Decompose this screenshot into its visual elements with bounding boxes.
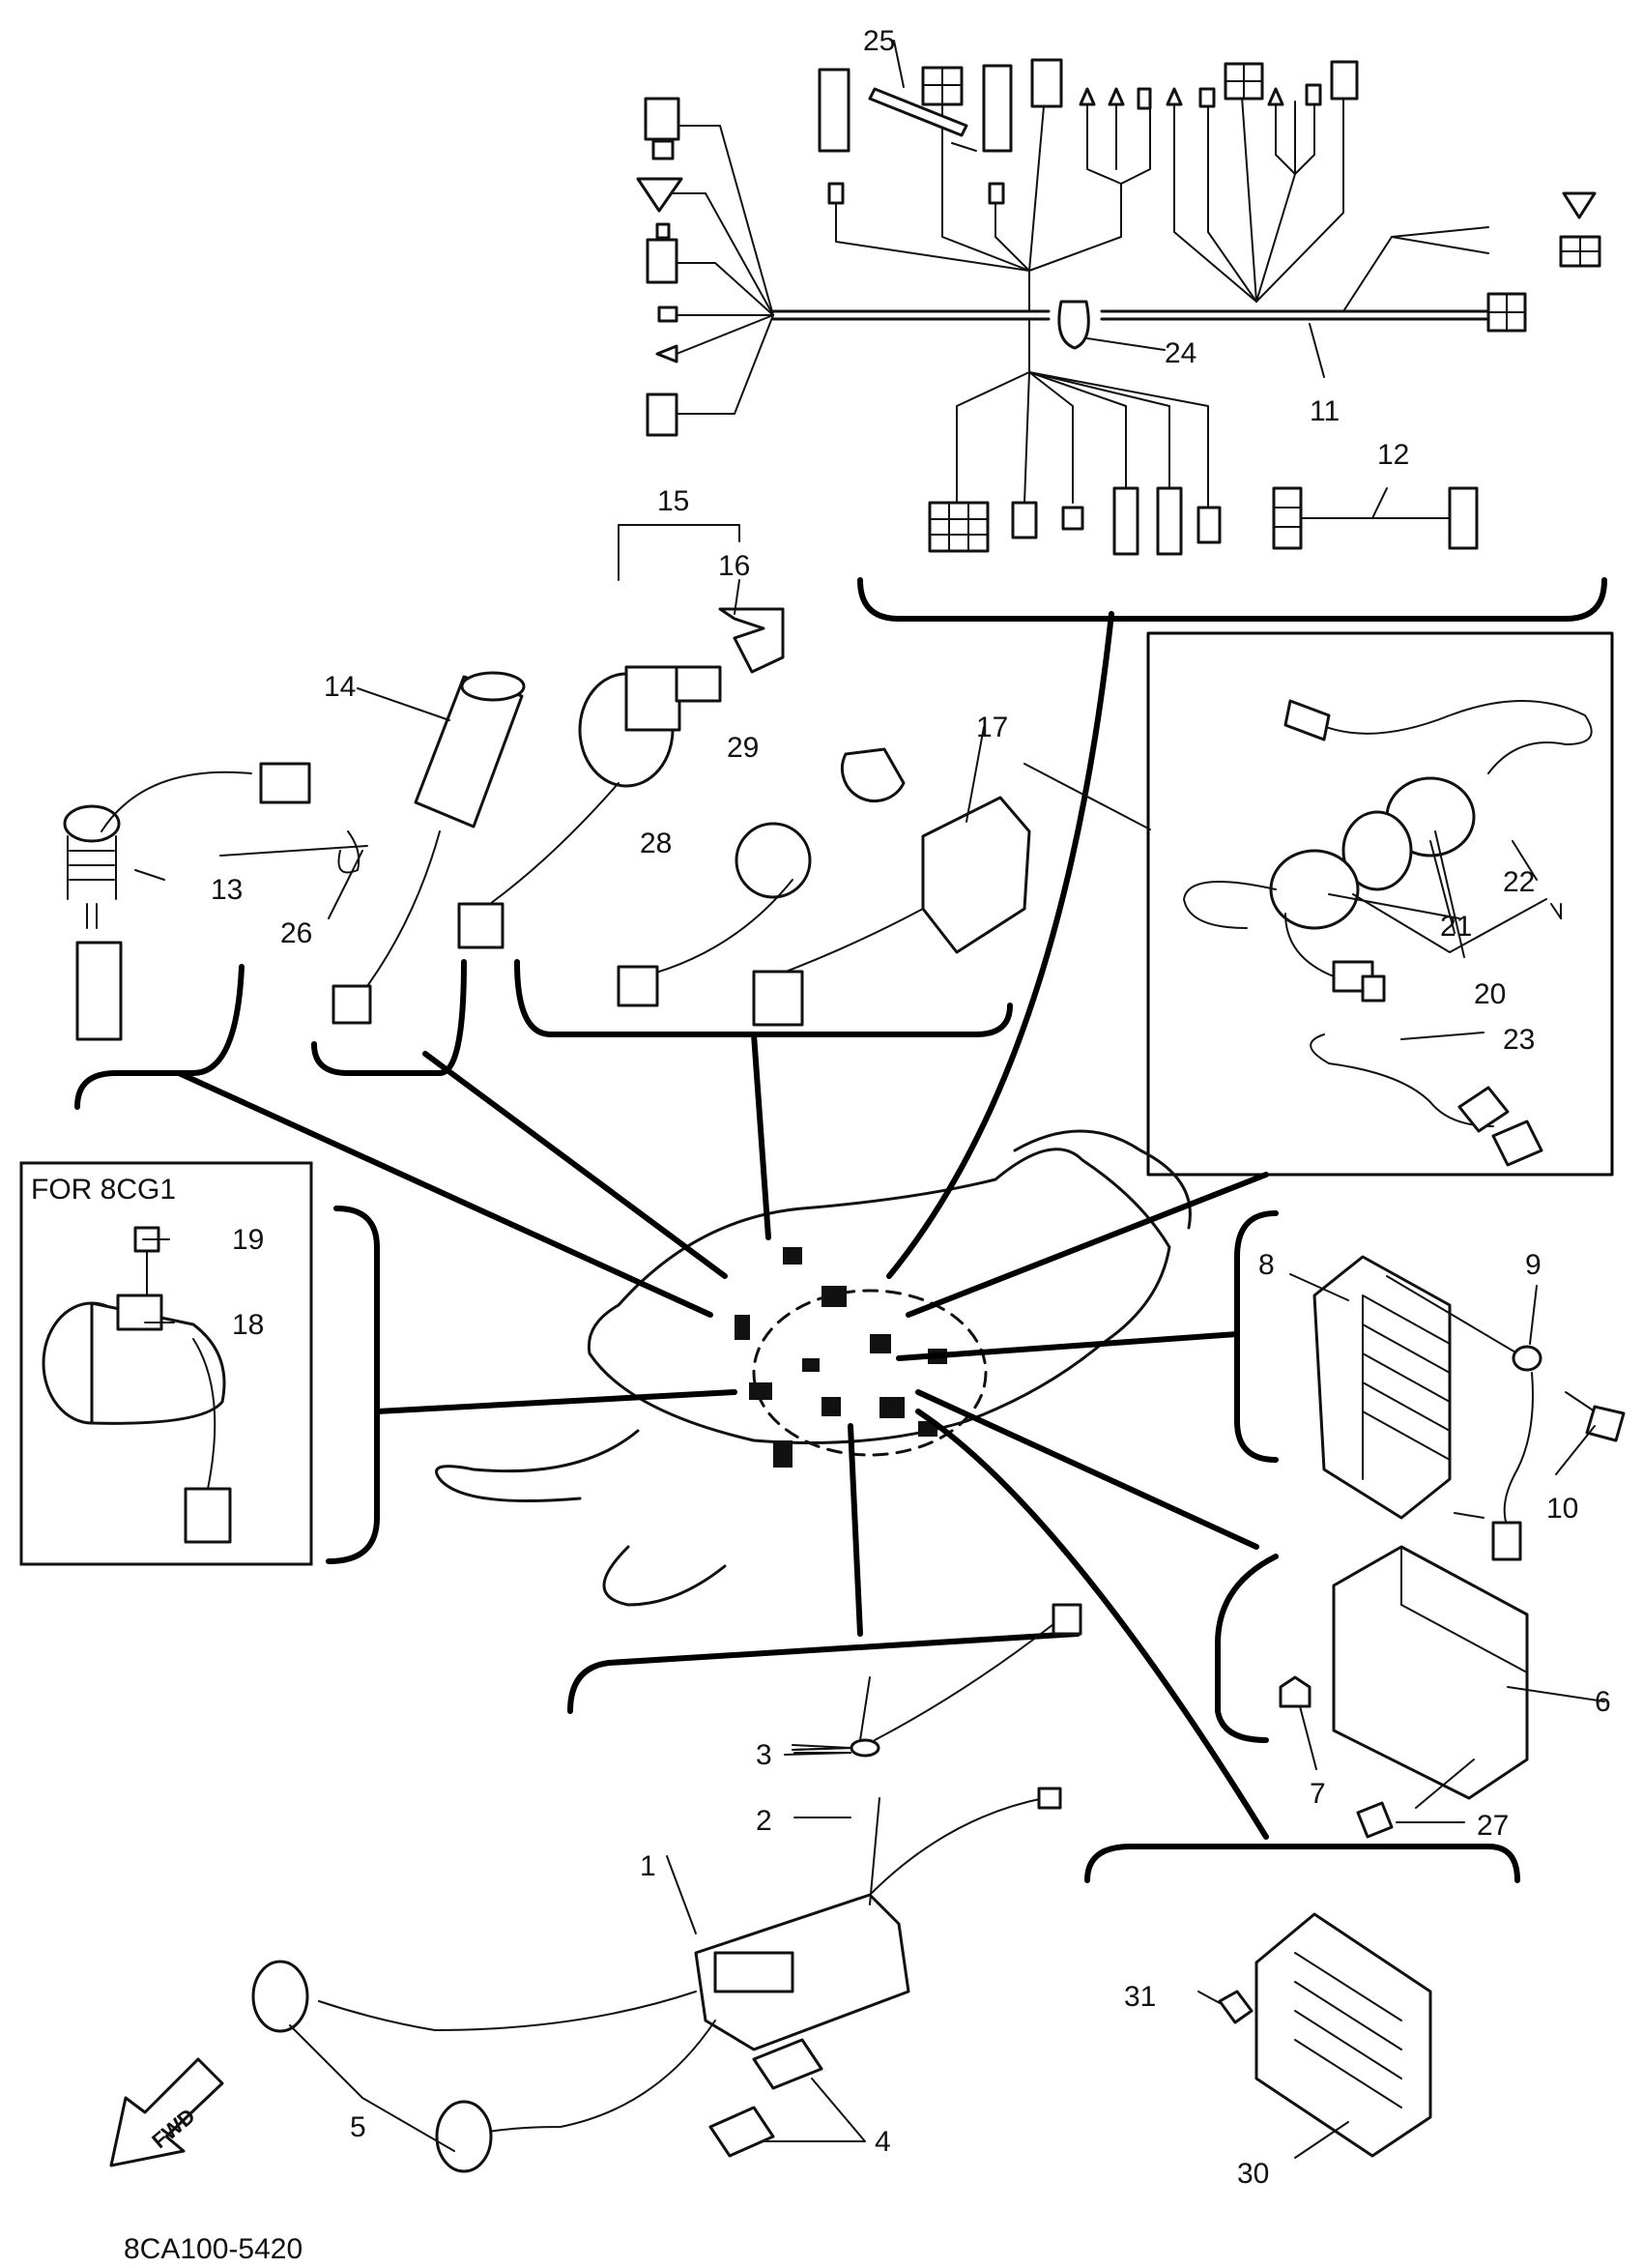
callout-10: 10	[1546, 1493, 1578, 1525]
catalog-code: 8CA100-5420	[124, 2233, 303, 2265]
callout-21: 21	[1440, 911, 1472, 943]
inset-frame	[19, 1161, 313, 1566]
callout-28: 28	[640, 828, 672, 859]
ignition-group-bracket	[514, 959, 1013, 1037]
callout-9: 9	[1525, 1249, 1542, 1281]
callout-29: 29	[727, 732, 759, 764]
callout-22: 22	[1503, 866, 1535, 898]
callout-4: 4	[875, 2126, 891, 2158]
callout-13: 13	[211, 874, 243, 906]
callout-1: 1	[640, 1850, 656, 1882]
callout-20: 20	[1474, 978, 1506, 1010]
callout-26: 26	[280, 917, 312, 949]
callout-19: 19	[232, 1224, 264, 1256]
callout-31: 31	[1124, 1981, 1156, 2013]
callout-7: 7	[1310, 1778, 1326, 1810]
forward-direction-arrow: FWD	[109, 2057, 224, 2167]
callout-leaders	[134, 40, 1605, 2159]
callout-2: 2	[756, 1805, 772, 1837]
callout-12: 12	[1377, 439, 1409, 471]
inset-title: FOR 8CG1	[31, 1174, 176, 1206]
rectifier-bracket	[1084, 1844, 1520, 1883]
ignition-coil-group	[251, 1603, 1082, 2173]
callout-6: 6	[1595, 1686, 1611, 1718]
vehicle-body	[435, 1129, 1192, 1607]
callout-16: 16	[718, 550, 750, 582]
callout-24: 24	[1165, 337, 1196, 369]
left-switch-group	[63, 671, 526, 1110]
callout-17: 17	[976, 712, 1008, 743]
cdi-bracket	[1215, 1554, 1279, 1743]
main-switch-group	[457, 607, 1031, 1027]
callout-8: 8	[1258, 1249, 1275, 1281]
callout-14: 14	[324, 671, 356, 703]
callout-15: 15	[657, 485, 689, 517]
regulator-bracket	[1234, 1210, 1279, 1463]
harness-group-bracket	[857, 577, 1607, 622]
callout-27: 27	[1477, 1810, 1509, 1842]
coil-bracket	[567, 1631, 1081, 1714]
rectifier-group	[1218, 1912, 1432, 2158]
callout-23: 23	[1503, 1024, 1535, 1056]
regulator-group	[1312, 1255, 1626, 1561]
callout-30: 30	[1237, 2158, 1269, 2190]
key-switch-group	[1183, 699, 1593, 1167]
leader-lines	[176, 611, 1269, 1840]
callout-labels: 25 24 11 12 15 16 14 29 17 28 13 26 22 2…	[31, 25, 1611, 2265]
callout-3: 3	[756, 1739, 772, 1771]
callout-11: 11	[1310, 395, 1340, 427]
cdi-group	[1279, 1545, 1529, 1839]
wire-harness	[636, 58, 1601, 556]
callout-5: 5	[350, 2111, 366, 2143]
inset-sensor	[42, 1226, 232, 1544]
inset-bracket	[326, 1206, 380, 1564]
callout-25: 25	[863, 25, 895, 57]
callout-18: 18	[232, 1309, 264, 1341]
key-switch-panel	[1146, 631, 1614, 1177]
